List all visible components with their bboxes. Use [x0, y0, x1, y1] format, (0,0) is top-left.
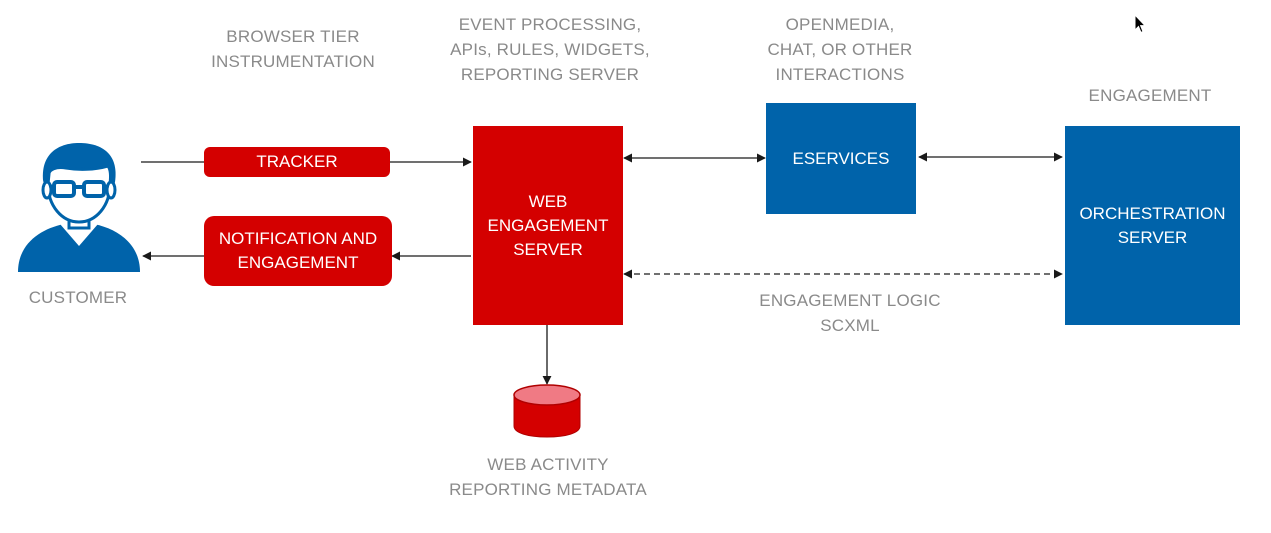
orchestration-server-box: ORCHESTRATION SERVER: [1065, 126, 1240, 325]
customer-label: CUSTOMER: [28, 288, 128, 307]
browser-tier-label: BROWSER TIER INSTRUMENTATION: [211, 27, 375, 71]
eservices-box: ESERVICES: [766, 103, 916, 214]
web-engagement-server-box: WEB ENGAGEMENT SERVER: [473, 126, 623, 325]
event-processing-label: EVENT PROCESSING, APIs, RULES, WIDGETS, …: [450, 15, 650, 84]
openmedia-label: OPENMEDIA, CHAT, OR OTHER INTERACTIONS: [767, 15, 913, 84]
database-cylinder-icon: [513, 384, 581, 438]
web-activity-label: WEB ACTIVITY REPORTING METADATA: [449, 455, 647, 499]
tracker-box: TRACKER: [204, 147, 390, 177]
user-with-glasses-icon: [18, 143, 140, 272]
engagement-label: ENGAGEMENT: [1088, 86, 1212, 105]
notification-engagement-box: NOTIFICATION AND ENGAGEMENT: [204, 216, 392, 286]
engagement-logic-label: ENGAGEMENT LOGIC SCXML: [759, 291, 941, 335]
mouse-pointer-icon: [1134, 14, 1146, 34]
